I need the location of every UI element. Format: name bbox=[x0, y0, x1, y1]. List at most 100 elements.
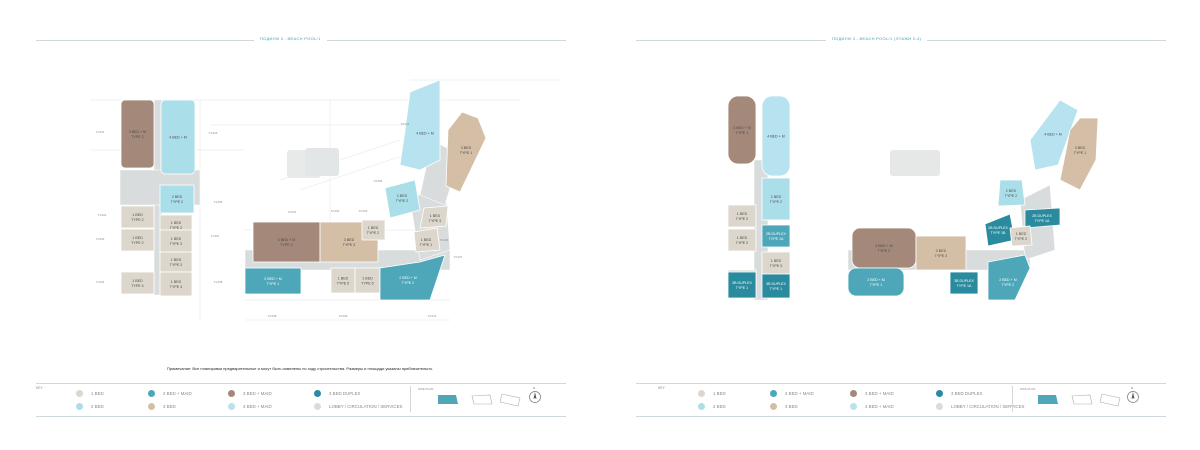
legend-label: LOBBY / CIRCULATION / SERVICES bbox=[951, 404, 1025, 409]
unit-type-label: TYPE 2 bbox=[131, 241, 143, 245]
unit-label: 3B DUPLEX bbox=[766, 282, 786, 286]
unit-type-label: TYPE 5 bbox=[361, 281, 373, 285]
unit-type-label: TYPE 2 bbox=[131, 218, 143, 222]
unit-label: 4 BED + M bbox=[169, 135, 186, 139]
unit-type-label: TYPE 1 bbox=[736, 131, 748, 135]
unit[interactable]: 4 BED + M bbox=[160, 99, 196, 175]
unit-shape bbox=[159, 271, 193, 297]
unit-shape bbox=[354, 267, 381, 294]
site-plan-thumbnail bbox=[1038, 393, 1121, 407]
unit-shape bbox=[1024, 207, 1061, 229]
legend-item: 4 BED + MAID bbox=[228, 403, 272, 410]
unit-shape bbox=[761, 95, 791, 177]
legend-swatch-icon bbox=[698, 403, 705, 410]
unit-label: 4 BED + M bbox=[416, 131, 433, 135]
unit-label: 3 BED bbox=[461, 146, 472, 150]
legend-item: 4 BED + MAID bbox=[850, 403, 894, 410]
unit[interactable]: 4 BED + M bbox=[399, 79, 441, 171]
unit-tag: T2.001 bbox=[288, 210, 297, 214]
legend-label: 3 BED DUPLEX bbox=[329, 391, 361, 396]
unit-shape bbox=[361, 219, 386, 241]
unit-type-label: TYPE 2 bbox=[367, 231, 379, 235]
unit-shape bbox=[997, 179, 1026, 207]
unit-label: 1 BED bbox=[171, 258, 182, 262]
legend-label: 1 BED bbox=[91, 391, 104, 396]
legend-label: 2 BED bbox=[91, 404, 104, 409]
unit[interactable]: 4 BED + M bbox=[761, 95, 791, 177]
legend-swatch-icon bbox=[314, 390, 321, 397]
unit-tag: T1.001 bbox=[96, 130, 105, 134]
legend-swatch-icon bbox=[850, 403, 857, 410]
unit-type-label: TYPE 2 bbox=[770, 200, 782, 204]
legend-item: 2 BED + MAID bbox=[148, 390, 192, 397]
unit-type-label: TYPE 1 bbox=[736, 286, 748, 290]
unit-type-label: TYPE 1 bbox=[1074, 151, 1086, 155]
legend-divider bbox=[410, 386, 411, 412]
legend-item: 3 BED bbox=[148, 403, 176, 410]
podium-pool-structure bbox=[305, 148, 339, 176]
unit-tag: T2.004 bbox=[401, 122, 410, 126]
unit-shape bbox=[1009, 225, 1033, 247]
legend-top-rule bbox=[636, 383, 1166, 384]
page-title: ПОДИУМ 3 - BEACH POOL/1 bbox=[254, 36, 327, 41]
unit-tag: T1.005 bbox=[209, 131, 218, 135]
unit-shape bbox=[120, 205, 155, 229]
unit-label: 2 BED bbox=[1006, 189, 1017, 193]
unit-tag: T2.006 bbox=[440, 238, 449, 242]
unit-label: 2 BED bbox=[172, 195, 183, 199]
legend-divider bbox=[1012, 386, 1013, 412]
unit-label: 3 BED + M bbox=[278, 238, 295, 242]
legend-item: LOBBY / CIRCULATION / SERVICES bbox=[936, 403, 1024, 410]
unit-tag: T1.003 bbox=[96, 237, 105, 241]
site-context-line bbox=[299, 149, 421, 191]
legend-swatch-icon bbox=[314, 403, 321, 410]
unit-label: 3 BED bbox=[936, 249, 947, 253]
unit-label: 4 BED + M bbox=[1044, 132, 1061, 136]
legend-label: LOBBY / CIRCULATION / SERVICES bbox=[329, 404, 403, 409]
unit-shape bbox=[847, 267, 905, 297]
unit-type-label: TYPE 2 bbox=[1005, 194, 1017, 198]
unit-label: 2B DUPLEX bbox=[1032, 214, 1052, 218]
legend-label: 3 BED bbox=[163, 404, 176, 409]
unit-shape bbox=[727, 228, 757, 252]
unit[interactable]: 4 BED + M bbox=[1029, 99, 1079, 171]
unit-type-label: TYPE 3 bbox=[170, 263, 182, 267]
unit-shape bbox=[399, 79, 441, 171]
